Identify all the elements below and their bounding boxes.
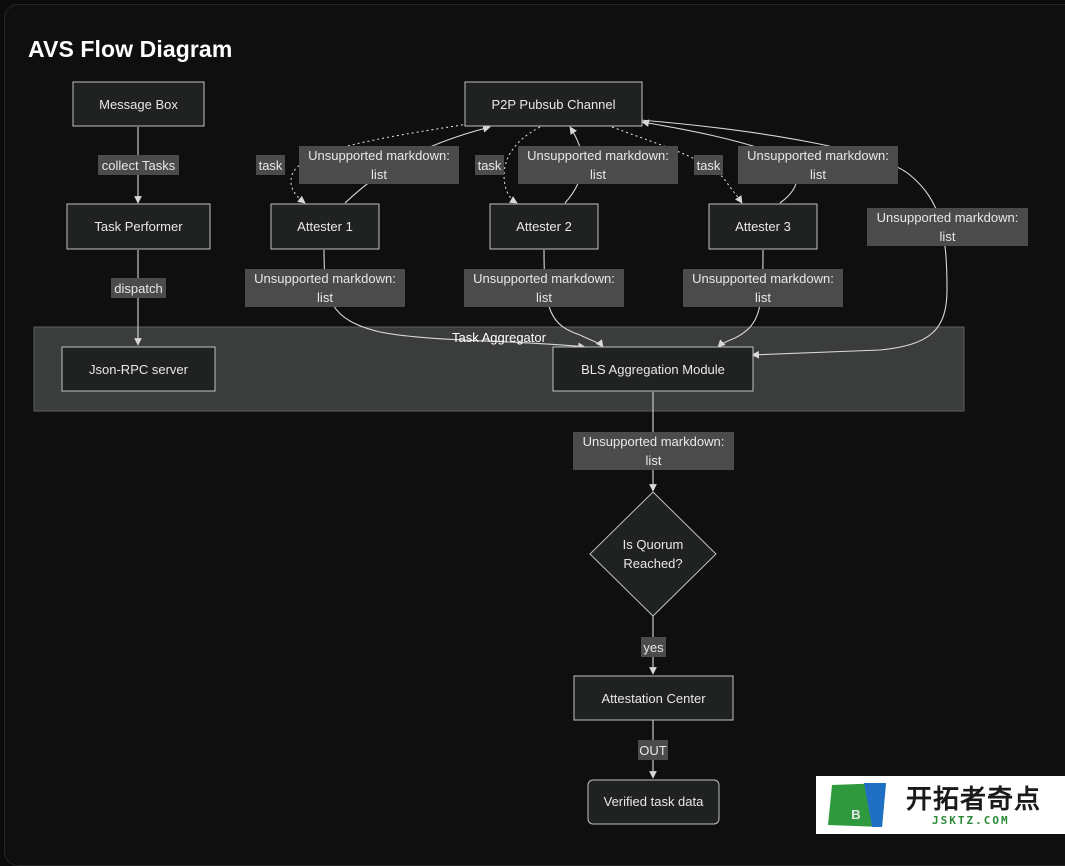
svg-text:BLS Aggregation Module: BLS Aggregation Module: [581, 362, 725, 377]
label-unsupported-a3-p2p: Unsupported markdown: list: [738, 146, 898, 184]
node-verified-task-data: Verified task data: [587, 779, 720, 825]
svg-text:dispatch: dispatch: [114, 281, 162, 296]
svg-text:Unsupported markdown:: Unsupported markdown:: [473, 271, 615, 286]
svg-text:list: list: [755, 290, 771, 305]
svg-text:task: task: [478, 158, 502, 173]
edge-p2p-to-attester3: [611, 126, 743, 204]
svg-text:Reached?: Reached?: [623, 556, 682, 571]
svg-text:Unsupported markdown:: Unsupported markdown:: [747, 148, 889, 163]
label-dispatch: dispatch: [111, 278, 166, 298]
svg-text:Attester 1: Attester 1: [297, 219, 353, 234]
svg-text:Unsupported markdown:: Unsupported markdown:: [254, 271, 396, 286]
watermark-domain: JSKTZ.COM: [932, 814, 1010, 827]
cluster-label: Task Aggregator: [452, 330, 547, 345]
svg-text:Unsupported markdown:: Unsupported markdown:: [527, 148, 669, 163]
node-attester-1: Attester 1: [270, 203, 380, 250]
svg-text:Unsupported markdown:: Unsupported markdown:: [877, 210, 1019, 225]
svg-text:B: B: [851, 807, 860, 822]
node-quorum-decision: Is Quorum Reached?: [589, 491, 717, 617]
node-message-box: Message Box: [72, 81, 205, 127]
svg-text:Attester 2: Attester 2: [516, 219, 572, 234]
node-attester-2: Attester 2: [489, 203, 599, 250]
svg-text:OUT: OUT: [639, 743, 667, 758]
svg-text:list: list: [317, 290, 333, 305]
watermark-logo-icon: B: [828, 783, 886, 827]
svg-text:Unsupported markdown:: Unsupported markdown:: [583, 434, 725, 449]
svg-text:yes: yes: [643, 640, 664, 655]
label-unsupported-a1-p2p: Unsupported markdown: list: [299, 146, 459, 184]
svg-text:collect Tasks: collect Tasks: [102, 158, 176, 173]
diagram-title: AVS Flow Diagram: [28, 36, 233, 62]
svg-text:Unsupported markdown:: Unsupported markdown:: [692, 271, 834, 286]
node-p2p-pubsub-channel: P2P Pubsub Channel: [464, 81, 643, 127]
flow-diagram: Task Aggregator Message Box P2P Pubsub C…: [33, 81, 1028, 825]
svg-text:list: list: [536, 290, 552, 305]
label-unsupported-a2-p2p: Unsupported markdown: list: [518, 146, 678, 184]
svg-text:Task Performer: Task Performer: [94, 219, 183, 234]
label-task-2: task: [475, 155, 504, 175]
label-task-1: task: [256, 155, 285, 175]
svg-text:list: list: [646, 453, 662, 468]
node-task-performer: Task Performer: [66, 203, 211, 250]
label-out: OUT: [638, 740, 668, 760]
watermark-name: 开拓者奇点: [906, 785, 1042, 815]
node-attester-3: Attester 3: [708, 203, 818, 250]
svg-text:task: task: [259, 158, 283, 173]
label-unsupported-a3-bls: Unsupported markdown: list: [683, 269, 843, 307]
svg-text:task: task: [697, 158, 721, 173]
node-bls-aggregation-module: BLS Aggregation Module: [552, 346, 754, 392]
label-unsupported-a2-bls: Unsupported markdown: list: [464, 269, 624, 307]
task-aggregator-cluster: [33, 326, 965, 412]
label-unsupported-a1-bls: Unsupported markdown: list: [245, 269, 405, 307]
svg-text:list: list: [810, 167, 826, 182]
node-json-rpc-server: Json-RPC server: [61, 346, 216, 392]
svg-text:Json-RPC server: Json-RPC server: [89, 362, 189, 377]
svg-text:Attester 3: Attester 3: [735, 219, 791, 234]
svg-text:list: list: [371, 167, 387, 182]
svg-text:P2P Pubsub Channel: P2P Pubsub Channel: [491, 97, 615, 112]
edge-bls-to-p2p: [639, 119, 948, 359]
label-unsupported-bls-p2p: Unsupported markdown: list: [867, 208, 1028, 246]
svg-text:Is Quorum: Is Quorum: [623, 537, 684, 552]
label-collect-tasks: collect Tasks: [98, 155, 179, 175]
svg-text:Verified task data: Verified task data: [604, 794, 704, 809]
svg-text:Message Box: Message Box: [99, 97, 178, 112]
svg-text:Unsupported markdown:: Unsupported markdown:: [308, 148, 450, 163]
svg-text:Attestation Center: Attestation Center: [601, 691, 706, 706]
label-unsupported-bls-quorum: Unsupported markdown: list: [573, 432, 734, 470]
edge-labels: collect Tasks dispatch task task task Un…: [98, 146, 1028, 760]
node-attestation-center: Attestation Center: [573, 675, 734, 721]
svg-text:list: list: [940, 229, 956, 244]
label-yes: yes: [641, 637, 666, 657]
svg-text:list: list: [590, 167, 606, 182]
label-task-3: task: [694, 155, 723, 175]
watermark: B 开拓者奇点 JSKTZ.COM: [816, 776, 1065, 834]
